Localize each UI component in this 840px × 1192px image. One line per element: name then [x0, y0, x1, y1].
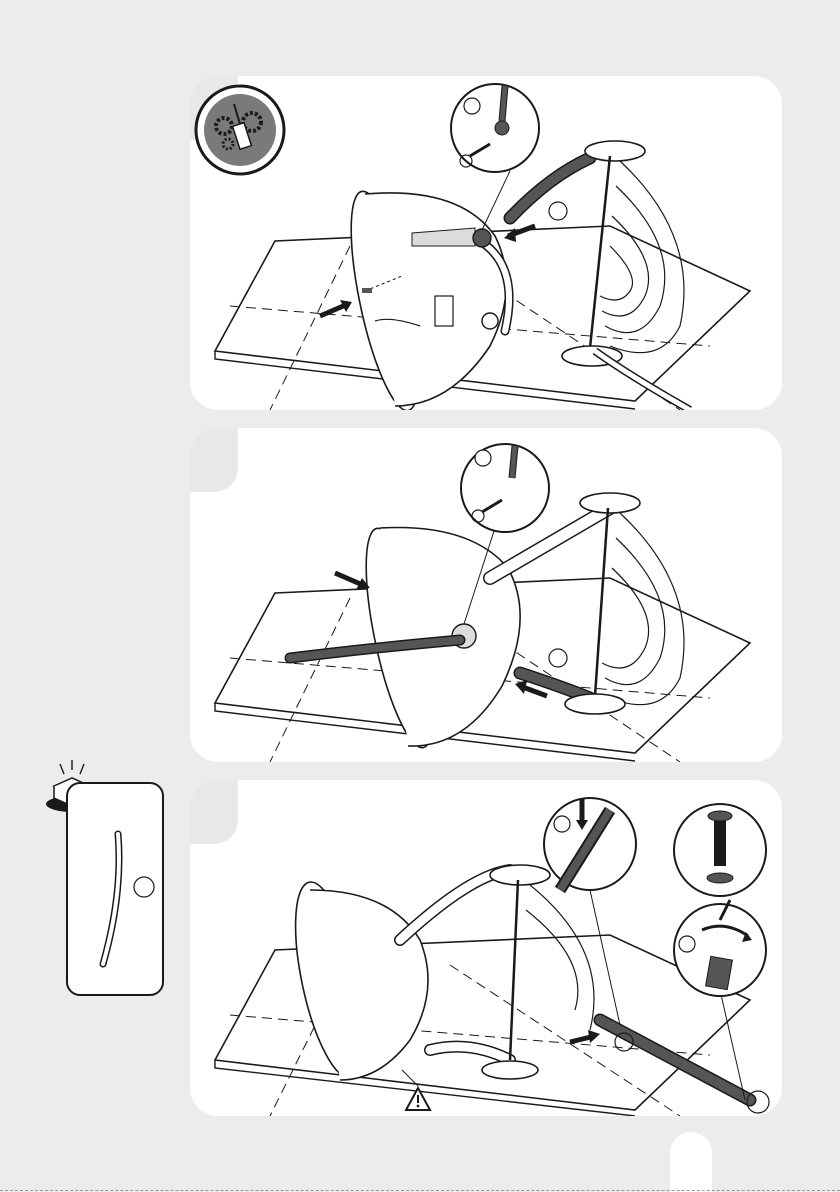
page-number-tab — [670, 1132, 712, 1192]
screw-part — [362, 288, 372, 293]
parts-box — [66, 782, 164, 996]
bracket-joint — [473, 229, 491, 247]
callout-circle — [549, 649, 567, 667]
step-3-illustration — [190, 780, 782, 1116]
part-callout-circle — [134, 877, 154, 897]
step-2-panel — [190, 428, 782, 762]
step-3-panel — [190, 780, 782, 1116]
clip-part — [435, 296, 453, 326]
flexible-tube-part — [68, 784, 162, 994]
detail-circle-screw — [461, 444, 549, 532]
screwdriver-gears-icon — [194, 84, 286, 176]
callout-circle — [549, 202, 567, 220]
step-2-illustration — [190, 428, 782, 762]
cut-line — [0, 1190, 840, 1191]
lamp-top-disc — [585, 141, 645, 161]
